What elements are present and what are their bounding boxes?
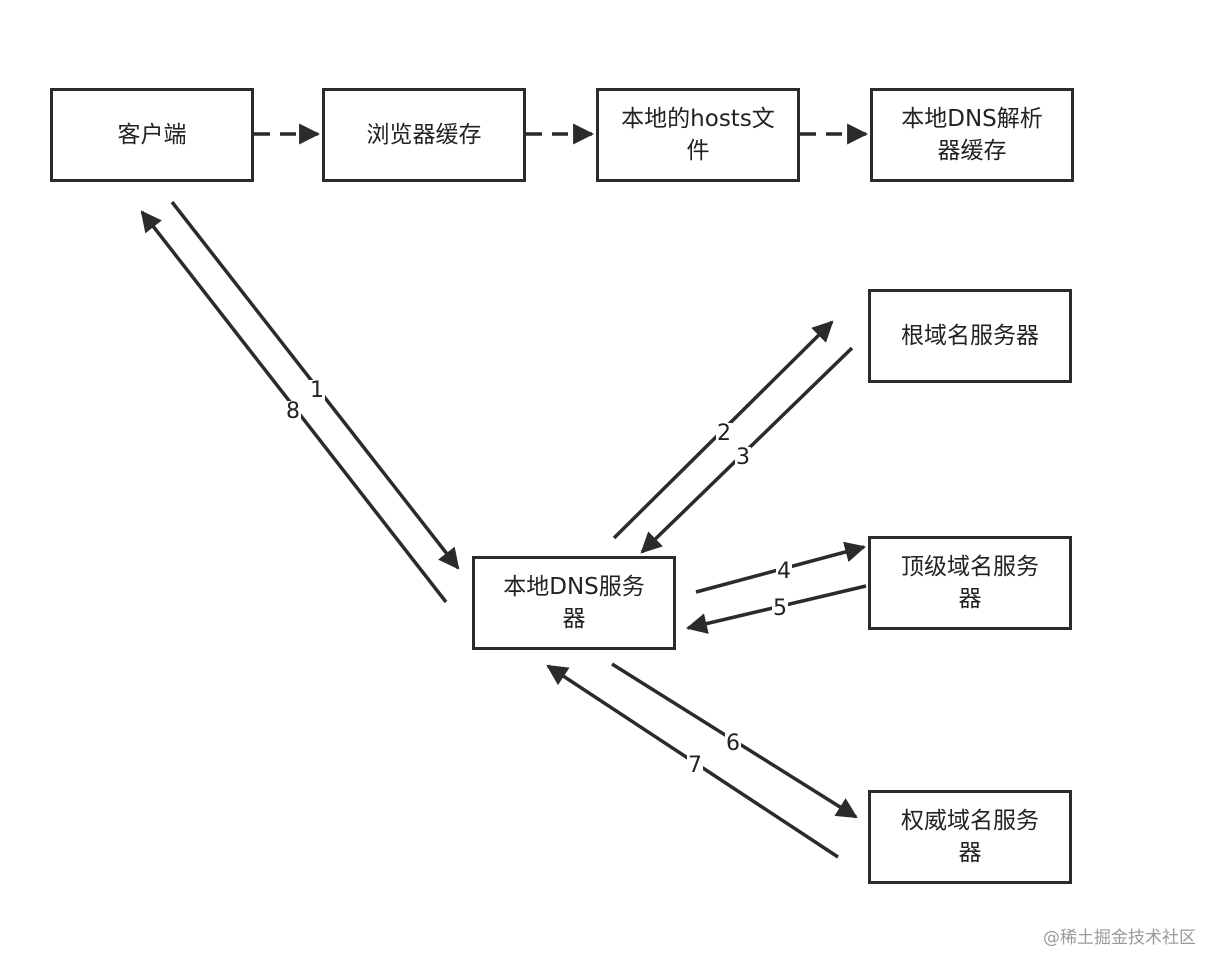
node-resolver-cache: 本地DNS解析器缓存 — [870, 88, 1074, 182]
step-label-8: 8 — [285, 399, 301, 424]
node-hosts-file: 本地的hosts文件 — [596, 88, 800, 182]
node-browser-cache-label: 浏览器缓存 — [366, 122, 482, 148]
step-label-7: 7 — [687, 753, 703, 778]
node-client: 客户端 — [50, 88, 254, 182]
node-browser-cache: 浏览器缓存 — [322, 88, 526, 182]
step-label-4: 4 — [776, 559, 792, 584]
node-hosts-file-label: 本地的hosts文件 — [621, 106, 775, 164]
step-label-2: 2 — [716, 421, 732, 446]
node-tld-dns: 顶级域名服务器 — [868, 536, 1072, 630]
node-local-dns-label: 本地DNS服务器 — [503, 574, 645, 632]
step-label-5: 5 — [772, 596, 788, 621]
node-resolver-cache-label: 本地DNS解析器缓存 — [901, 106, 1043, 164]
node-auth-dns-label: 权威域名服务器 — [901, 808, 1039, 866]
node-local-dns: 本地DNS服务器 — [472, 556, 676, 650]
step-label-3: 3 — [735, 445, 751, 470]
step-label-1: 1 — [309, 378, 325, 403]
node-root-dns-label: 根域名服务器 — [901, 323, 1039, 349]
node-auth-dns: 权威域名服务器 — [868, 790, 1072, 884]
node-tld-dns-label: 顶级域名服务器 — [901, 554, 1039, 612]
node-client-label: 客户端 — [117, 122, 187, 148]
watermark-text: @稀土掘金技术社区 — [1043, 928, 1196, 948]
step-label-6: 6 — [725, 731, 741, 756]
node-root-dns: 根域名服务器 — [868, 289, 1072, 383]
